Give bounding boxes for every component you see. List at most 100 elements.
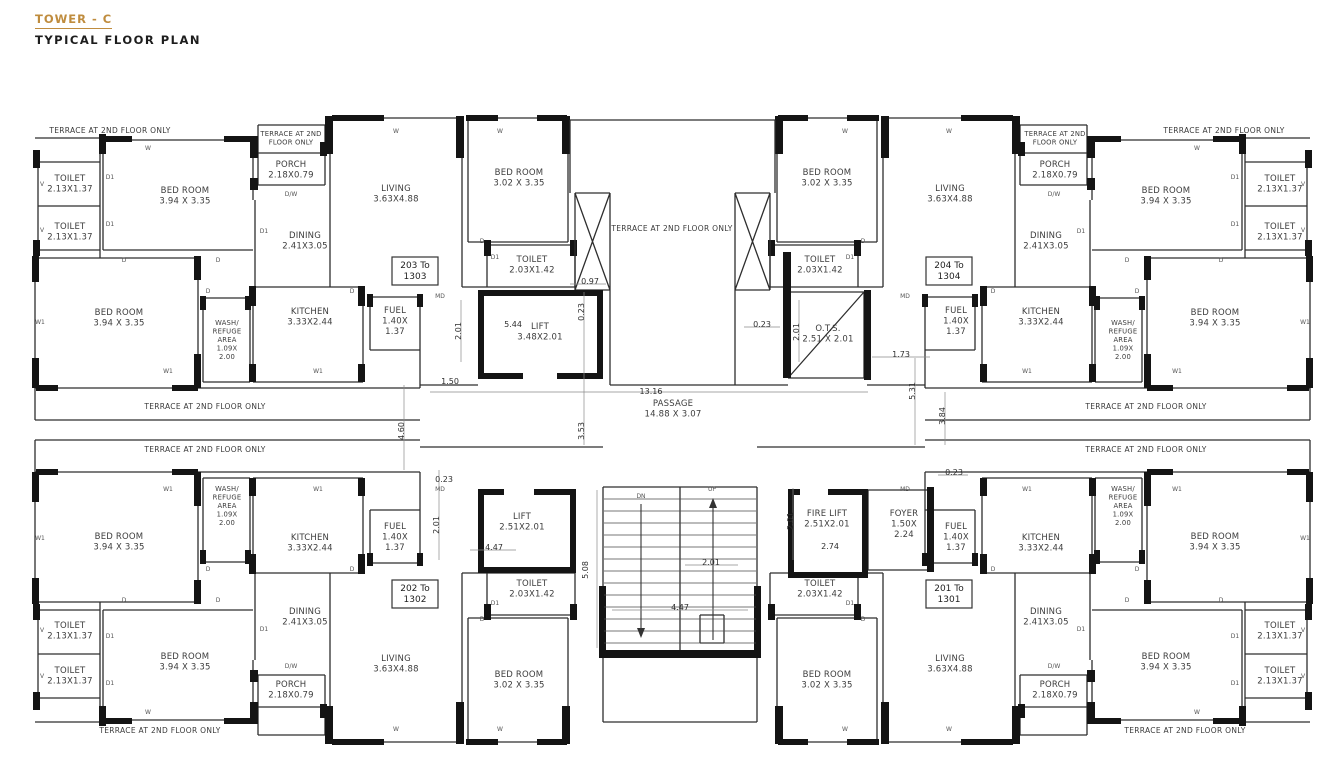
lift-door-opening: [523, 371, 557, 381]
opening-marker: D1: [1231, 633, 1240, 640]
terrace-note: TERRACE AT 2ND FLOOR ONLY: [610, 224, 732, 233]
opening-marker: W1: [313, 368, 323, 375]
unit-number-box: [925, 256, 973, 286]
opening-marker: W1: [1300, 535, 1310, 542]
opening-marker: D: [1219, 257, 1224, 264]
opening-marker: W: [1194, 709, 1200, 716]
dimension-text: 4.47: [485, 543, 503, 552]
dimension-text: 2.74: [821, 542, 839, 551]
opening-marker: W: [946, 726, 952, 733]
opening-marker: D: [122, 257, 127, 264]
opening-marker: D1: [106, 680, 115, 687]
opening-marker: W1: [1022, 486, 1032, 493]
opening-marker: D: [991, 566, 996, 573]
dimension-text: 5.31: [908, 382, 917, 400]
dimension-text: 2.01: [702, 558, 720, 567]
unit-number-box: [391, 579, 439, 609]
opening-marker: W1: [35, 535, 45, 542]
opening-marker: DN: [636, 493, 645, 500]
dimension-text: 0.23: [435, 475, 453, 484]
opening-marker: W1: [1172, 368, 1182, 375]
dimension-text: 0.23: [577, 303, 586, 321]
dimension-text: 1.73: [892, 350, 910, 359]
opening-marker: D: [1125, 597, 1130, 604]
opening-marker: D: [350, 566, 355, 573]
dimension-text: 5.44: [504, 320, 522, 329]
dimension-text: 0.23: [753, 320, 771, 329]
opening-marker: D: [1135, 288, 1140, 295]
opening-marker: V: [40, 627, 45, 634]
opening-marker: D1: [1231, 680, 1240, 687]
opening-marker: D1: [1077, 228, 1086, 235]
opening-marker: D: [1125, 257, 1130, 264]
unit-number-box: [391, 256, 439, 286]
opening-marker: UP: [708, 486, 716, 493]
opening-marker: D1: [106, 221, 115, 228]
opening-marker: W1: [35, 319, 45, 326]
stair-down-arrowhead: [637, 628, 645, 638]
opening-marker: W1: [1022, 368, 1032, 375]
dimension-text: 3.84: [938, 407, 947, 425]
dimension-text: 2.01: [454, 322, 463, 340]
opening-marker: V: [1301, 181, 1306, 188]
dimension-text: 4.47: [671, 603, 689, 612]
opening-marker: D/W: [1048, 191, 1061, 198]
opening-marker: D: [480, 616, 485, 623]
opening-marker: MD: [900, 486, 910, 493]
opening-marker: D1: [260, 228, 269, 235]
core-structural-walls: [599, 252, 934, 658]
opening-marker: D: [861, 238, 866, 245]
dimension-text: 0.97: [581, 277, 599, 286]
dimension-text: 2.01: [786, 512, 795, 530]
opening-marker: D1: [846, 254, 855, 261]
opening-marker: W1: [313, 486, 323, 493]
opening-marker: W: [497, 726, 503, 733]
opening-marker: D: [1135, 566, 1140, 573]
opening-marker: W: [842, 726, 848, 733]
central-core: [420, 119, 934, 723]
terrace-note: TERRACE AT 2ND FLOOR ONLY: [143, 402, 265, 411]
opening-marker: W: [393, 128, 399, 135]
lift-door-opening: [504, 487, 534, 497]
terrace-note: TERRACE AT 2ND FLOOR ONLY: [1123, 726, 1245, 735]
opening-marker: D: [350, 288, 355, 295]
terrace-note: TERRACE AT 2ND FLOOR ONLY: [1084, 445, 1206, 454]
opening-marker: D1: [1231, 221, 1240, 228]
opening-marker: D/W: [1048, 663, 1061, 670]
opening-marker: W1: [163, 368, 173, 375]
opening-marker: V: [1301, 627, 1306, 634]
opening-marker: V: [1301, 227, 1306, 234]
room-label: O.T.S.2.51 X 2.01: [802, 324, 853, 345]
